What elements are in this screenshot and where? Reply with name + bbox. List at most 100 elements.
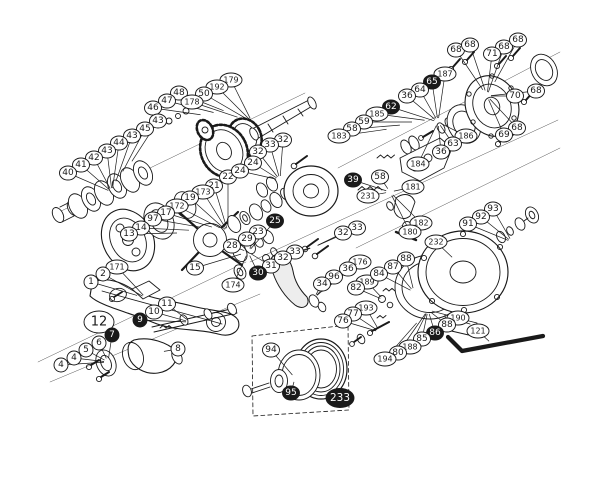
part-number: 182 xyxy=(413,219,428,228)
part-balloon xyxy=(432,144,450,160)
part-number: 69 xyxy=(498,130,510,140)
part-number: 46 xyxy=(147,103,159,113)
part-balloon xyxy=(472,209,490,225)
part-number: 62 xyxy=(385,102,396,112)
part-number: 4 xyxy=(58,360,64,370)
part-number: 121 xyxy=(470,327,485,336)
part-number: 87 xyxy=(387,262,398,272)
part-balloon xyxy=(433,66,457,82)
part-balloon xyxy=(325,388,355,408)
part-number: 19 xyxy=(184,193,196,203)
part-number: 189 xyxy=(359,278,374,287)
part-balloon xyxy=(83,310,115,334)
part-number: 64 xyxy=(414,85,426,95)
part-balloon xyxy=(313,276,331,292)
part-balloon xyxy=(262,258,280,274)
part-number: 85 xyxy=(416,334,427,344)
part-number: 88 xyxy=(441,320,453,330)
part-balloon xyxy=(484,201,502,217)
leader-line xyxy=(139,319,187,323)
part-balloon xyxy=(347,280,365,296)
part-number: 40 xyxy=(62,168,74,178)
part-number: 45 xyxy=(139,124,150,134)
leader-line xyxy=(115,135,133,182)
part-number: 97 xyxy=(147,214,158,224)
part-number: 68 xyxy=(511,123,523,133)
part-number: 36 xyxy=(401,91,413,101)
part-balloon xyxy=(282,385,300,401)
part-number: 32 xyxy=(277,253,288,263)
part-number: 172 xyxy=(169,202,184,211)
leader-line xyxy=(494,39,519,83)
part-number: 4 xyxy=(71,353,77,363)
part-number: 174 xyxy=(225,281,240,290)
part-number: 24 xyxy=(234,166,246,176)
part-number: 185 xyxy=(369,110,384,119)
part-balloon xyxy=(527,83,545,99)
part-balloon xyxy=(59,165,77,181)
part-number: 94 xyxy=(265,345,277,355)
part-number: 80 xyxy=(392,348,404,358)
part-balloon xyxy=(104,327,120,343)
spool xyxy=(242,324,350,417)
part-balloon xyxy=(170,341,186,357)
part-balloon xyxy=(424,234,448,250)
part-number: 41 xyxy=(75,160,86,170)
part-balloon xyxy=(262,342,280,358)
part-number: 7 xyxy=(109,330,115,340)
reel-line-art xyxy=(37,47,561,417)
part-number: 86 xyxy=(429,328,441,338)
leader-line xyxy=(102,273,143,297)
leader-line xyxy=(112,142,120,189)
part-number: 95 xyxy=(285,388,296,398)
part-number: 178 xyxy=(184,98,199,107)
part-number: 25 xyxy=(269,216,280,226)
part-balloon xyxy=(444,136,462,152)
part-number: 17 xyxy=(160,208,171,218)
part-balloon xyxy=(483,46,501,62)
part-balloon xyxy=(466,323,490,339)
part-number: 14 xyxy=(135,223,147,233)
leader-line xyxy=(455,49,484,91)
part-balloon xyxy=(356,188,380,204)
part-number: 33 xyxy=(264,140,275,150)
hex-wrench xyxy=(445,333,546,354)
part-number: 91 xyxy=(462,219,473,229)
part-number: 176 xyxy=(352,258,367,267)
part-number: 9 xyxy=(137,315,143,325)
leader-line xyxy=(90,281,138,296)
leader-line xyxy=(487,46,505,93)
part-number: 183 xyxy=(331,132,346,141)
part-number: 43 xyxy=(152,116,163,126)
part-number: 68 xyxy=(498,42,510,52)
part-balloon xyxy=(373,351,397,367)
part-number: 88 xyxy=(400,254,412,264)
part-balloon xyxy=(371,169,389,185)
part-number: 29 xyxy=(241,234,253,244)
part-number: 65 xyxy=(426,77,437,87)
part-number: 231 xyxy=(360,192,375,201)
pinion-shaft xyxy=(151,302,238,333)
part-number: 190 xyxy=(450,314,465,323)
part-number: 82 xyxy=(350,283,361,293)
part-number: 184 xyxy=(410,160,425,169)
part-balloon xyxy=(370,266,388,282)
part-balloon xyxy=(334,313,352,329)
part-balloon xyxy=(508,120,526,136)
part-number: 31 xyxy=(265,261,276,271)
part-number: 59 xyxy=(358,117,370,127)
part-balloon xyxy=(344,172,362,188)
part-number: 15 xyxy=(189,263,200,273)
part-number: 28 xyxy=(226,241,238,251)
part-balloon xyxy=(495,127,513,143)
part-balloon xyxy=(461,37,479,53)
part-number: 70 xyxy=(509,91,521,101)
part-balloon xyxy=(180,94,204,110)
part-balloon xyxy=(83,274,99,290)
part-number: 39 xyxy=(347,175,359,185)
part-number: 96 xyxy=(328,272,340,282)
part-number: 36 xyxy=(435,147,447,157)
part-balloon xyxy=(423,74,441,90)
